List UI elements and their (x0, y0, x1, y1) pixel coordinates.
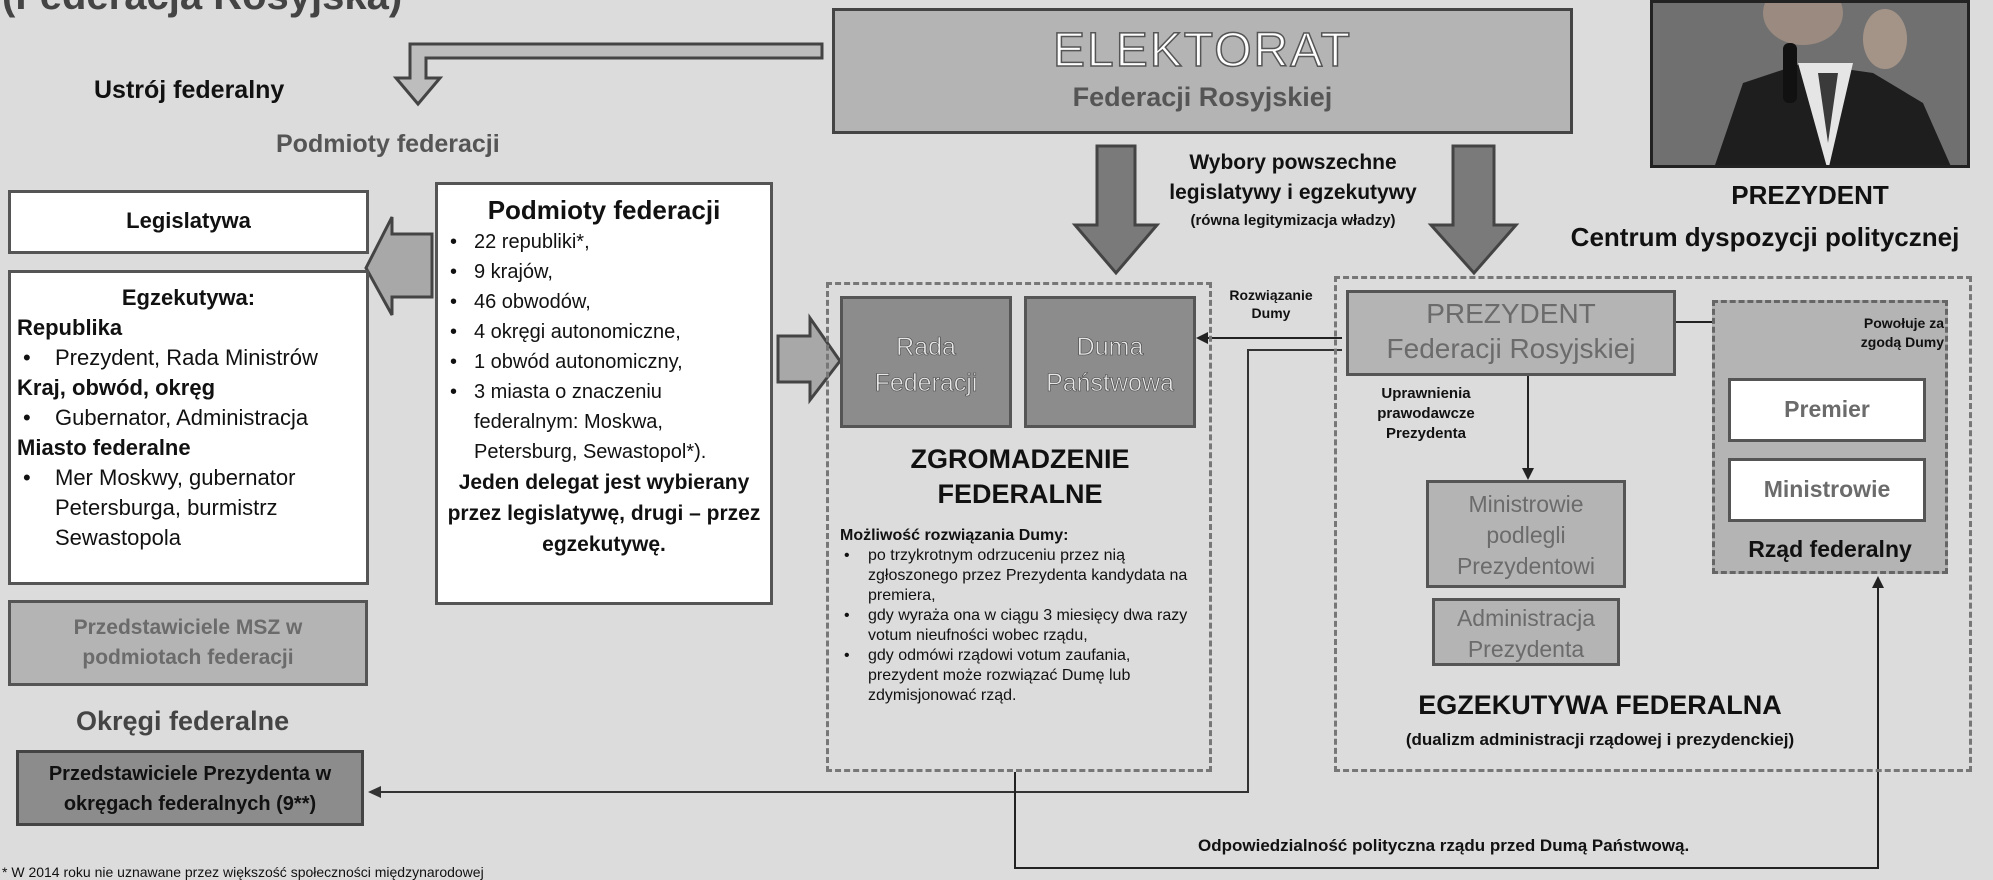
page-title-fragment: (Federacja Rosyjska) (2, 0, 402, 19)
council-box: Rada Federacji (840, 296, 1012, 428)
footnote: * W 2014 roku nie uznawane przez większo… (2, 864, 484, 880)
group-heading: Miasto federalne (17, 435, 191, 460)
msz-label: Przedstawiciele MSZ w podmiotach federac… (73, 616, 303, 669)
president-reps-box: Przedstawiciele Prezydenta w okręgach fe… (16, 750, 364, 826)
bent-arrow (392, 42, 824, 107)
federal-system-label: Ustrój federalny (94, 76, 285, 104)
electorate-box: ELEKTORAT Federacji Rosyjskiej (832, 8, 1573, 134)
list-item: 4 okręgi autonomiczne, (446, 317, 762, 347)
list-item: 9 krajów, (446, 257, 762, 287)
dissolution-block: Możliwość rozwiązania Dumy: po trzykrotn… (840, 526, 1200, 706)
duma-label: Duma Państwowa (1046, 333, 1174, 398)
elections-note: (równa legitymizacja władzy) (1190, 212, 1396, 229)
list-item: po trzykrotnym odrzuceniu przez nią zgło… (840, 546, 1200, 606)
electorate-subtitle: Federacji Rosyjskiej (1072, 82, 1333, 112)
elections-label: Wybory powszechne legislatywy i egzekuty… (1169, 151, 1417, 204)
person-silhouette-icon (1653, 3, 1967, 165)
executive-group (1334, 276, 1972, 772)
ministers-box: Ministrowie (1728, 458, 1926, 522)
powers-label: Uprawnienia prawodawcze Prezydenta (1377, 385, 1475, 442)
administration-label: Administracja Prezydenta (1456, 605, 1596, 662)
ministers-label: Ministrowie (1763, 476, 1891, 502)
list-item: 22 republiki*, (446, 227, 762, 257)
list-item: gdy odmówi rządowi votum zaufania, prezy… (840, 646, 1200, 706)
appoints-label: Powołuje za zgodą Dumy (1860, 315, 1944, 350)
list-item: 46 obwodów, (446, 287, 762, 317)
list-item: Mer Moskwy, gubernator Petersburga, burm… (17, 463, 360, 553)
president-box-subtitle: Federacji Rosyjskiej (1386, 333, 1636, 364)
group-heading: Kraj, obwód, okręg (17, 375, 216, 400)
subjects-box: Podmioty federacji 22 republiki*, 9 kraj… (435, 182, 773, 605)
executive-title-fed: EGZEKUTYWA FEDERALNA (1418, 690, 1782, 720)
arrow-to-legislature (364, 216, 434, 316)
president-box-title: PREZYDENT (1426, 298, 1596, 329)
ministers-president-box: Ministrowie podlegli Prezydentowi (1426, 480, 1626, 588)
list-item: Prezydent, Rada Ministrów (17, 343, 360, 373)
list-item: Gubernator, Administracja (17, 403, 360, 433)
president-subtitle: Centrum dyspozycji politycznej (1570, 222, 1960, 252)
assembly-title: ZGROMADZENIE FEDERALNE (910, 444, 1130, 509)
council-label: Rada Federacji (874, 333, 978, 398)
group-heading: Republika (17, 315, 123, 340)
responsibility-label: Odpowiedzialność polityczna rządu przed … (1198, 836, 1690, 855)
down-arrow-left (1071, 144, 1161, 276)
assembly-group (826, 282, 1212, 772)
list-item: gdy wyraża ona w ciągu 3 miesięcy dwa ra… (840, 606, 1200, 646)
list-item: 1 obwód autonomiczny, (446, 347, 762, 377)
government-label: Rząd federalny (1748, 536, 1912, 562)
down-arrow-right (1427, 144, 1520, 276)
administration-box: Administracja Prezydenta (1432, 598, 1620, 666)
president-photo (1650, 0, 1970, 168)
legislature-label: Legislatywa (126, 208, 251, 233)
duma-box: Duma Państwowa (1024, 296, 1196, 428)
dissolution-label: Rozwiązanie Dumy (1229, 287, 1313, 321)
list-item: 3 miasta o znaczeniu federalnym: Moskwa,… (446, 377, 762, 467)
delegates-note: Jeden delegat jest wybierany przez legis… (447, 471, 761, 556)
subjects-title: Podmioty federacji (487, 195, 721, 225)
federal-districts-label: Okręgi federalne (76, 706, 290, 736)
premier-label: Premier (1784, 396, 1870, 422)
president-title: PREZYDENT (1731, 180, 1889, 210)
subjects-label: Podmioty federacji (276, 130, 500, 158)
ministers-president-label: Ministrowie podlegli Prezydentowi (1456, 491, 1596, 579)
legislature-box: Legislatywa (8, 190, 369, 254)
msz-box: Przedstawiciele MSZ w podmiotach federac… (8, 600, 368, 686)
president-box: PREZYDENT Federacji Rosyjskiej (1346, 290, 1676, 376)
premier-box: Premier (1728, 378, 1926, 442)
executive-title: Egzekutywa: (121, 285, 256, 310)
executive-subtitle-fed: (dualizm administracji rządowej i prezyd… (1405, 730, 1795, 749)
arrow-to-assembly (776, 313, 842, 405)
executive-box: Egzekutywa: Republika Prezydent, Rada Mi… (8, 270, 369, 585)
electorate-title: ELEKTORAT (1052, 23, 1352, 78)
president-reps-label: Przedstawiciele Prezydenta w okręgach fe… (48, 763, 332, 815)
dissolution-title: Możliwość rozwiązania Dumy: (840, 527, 1069, 544)
